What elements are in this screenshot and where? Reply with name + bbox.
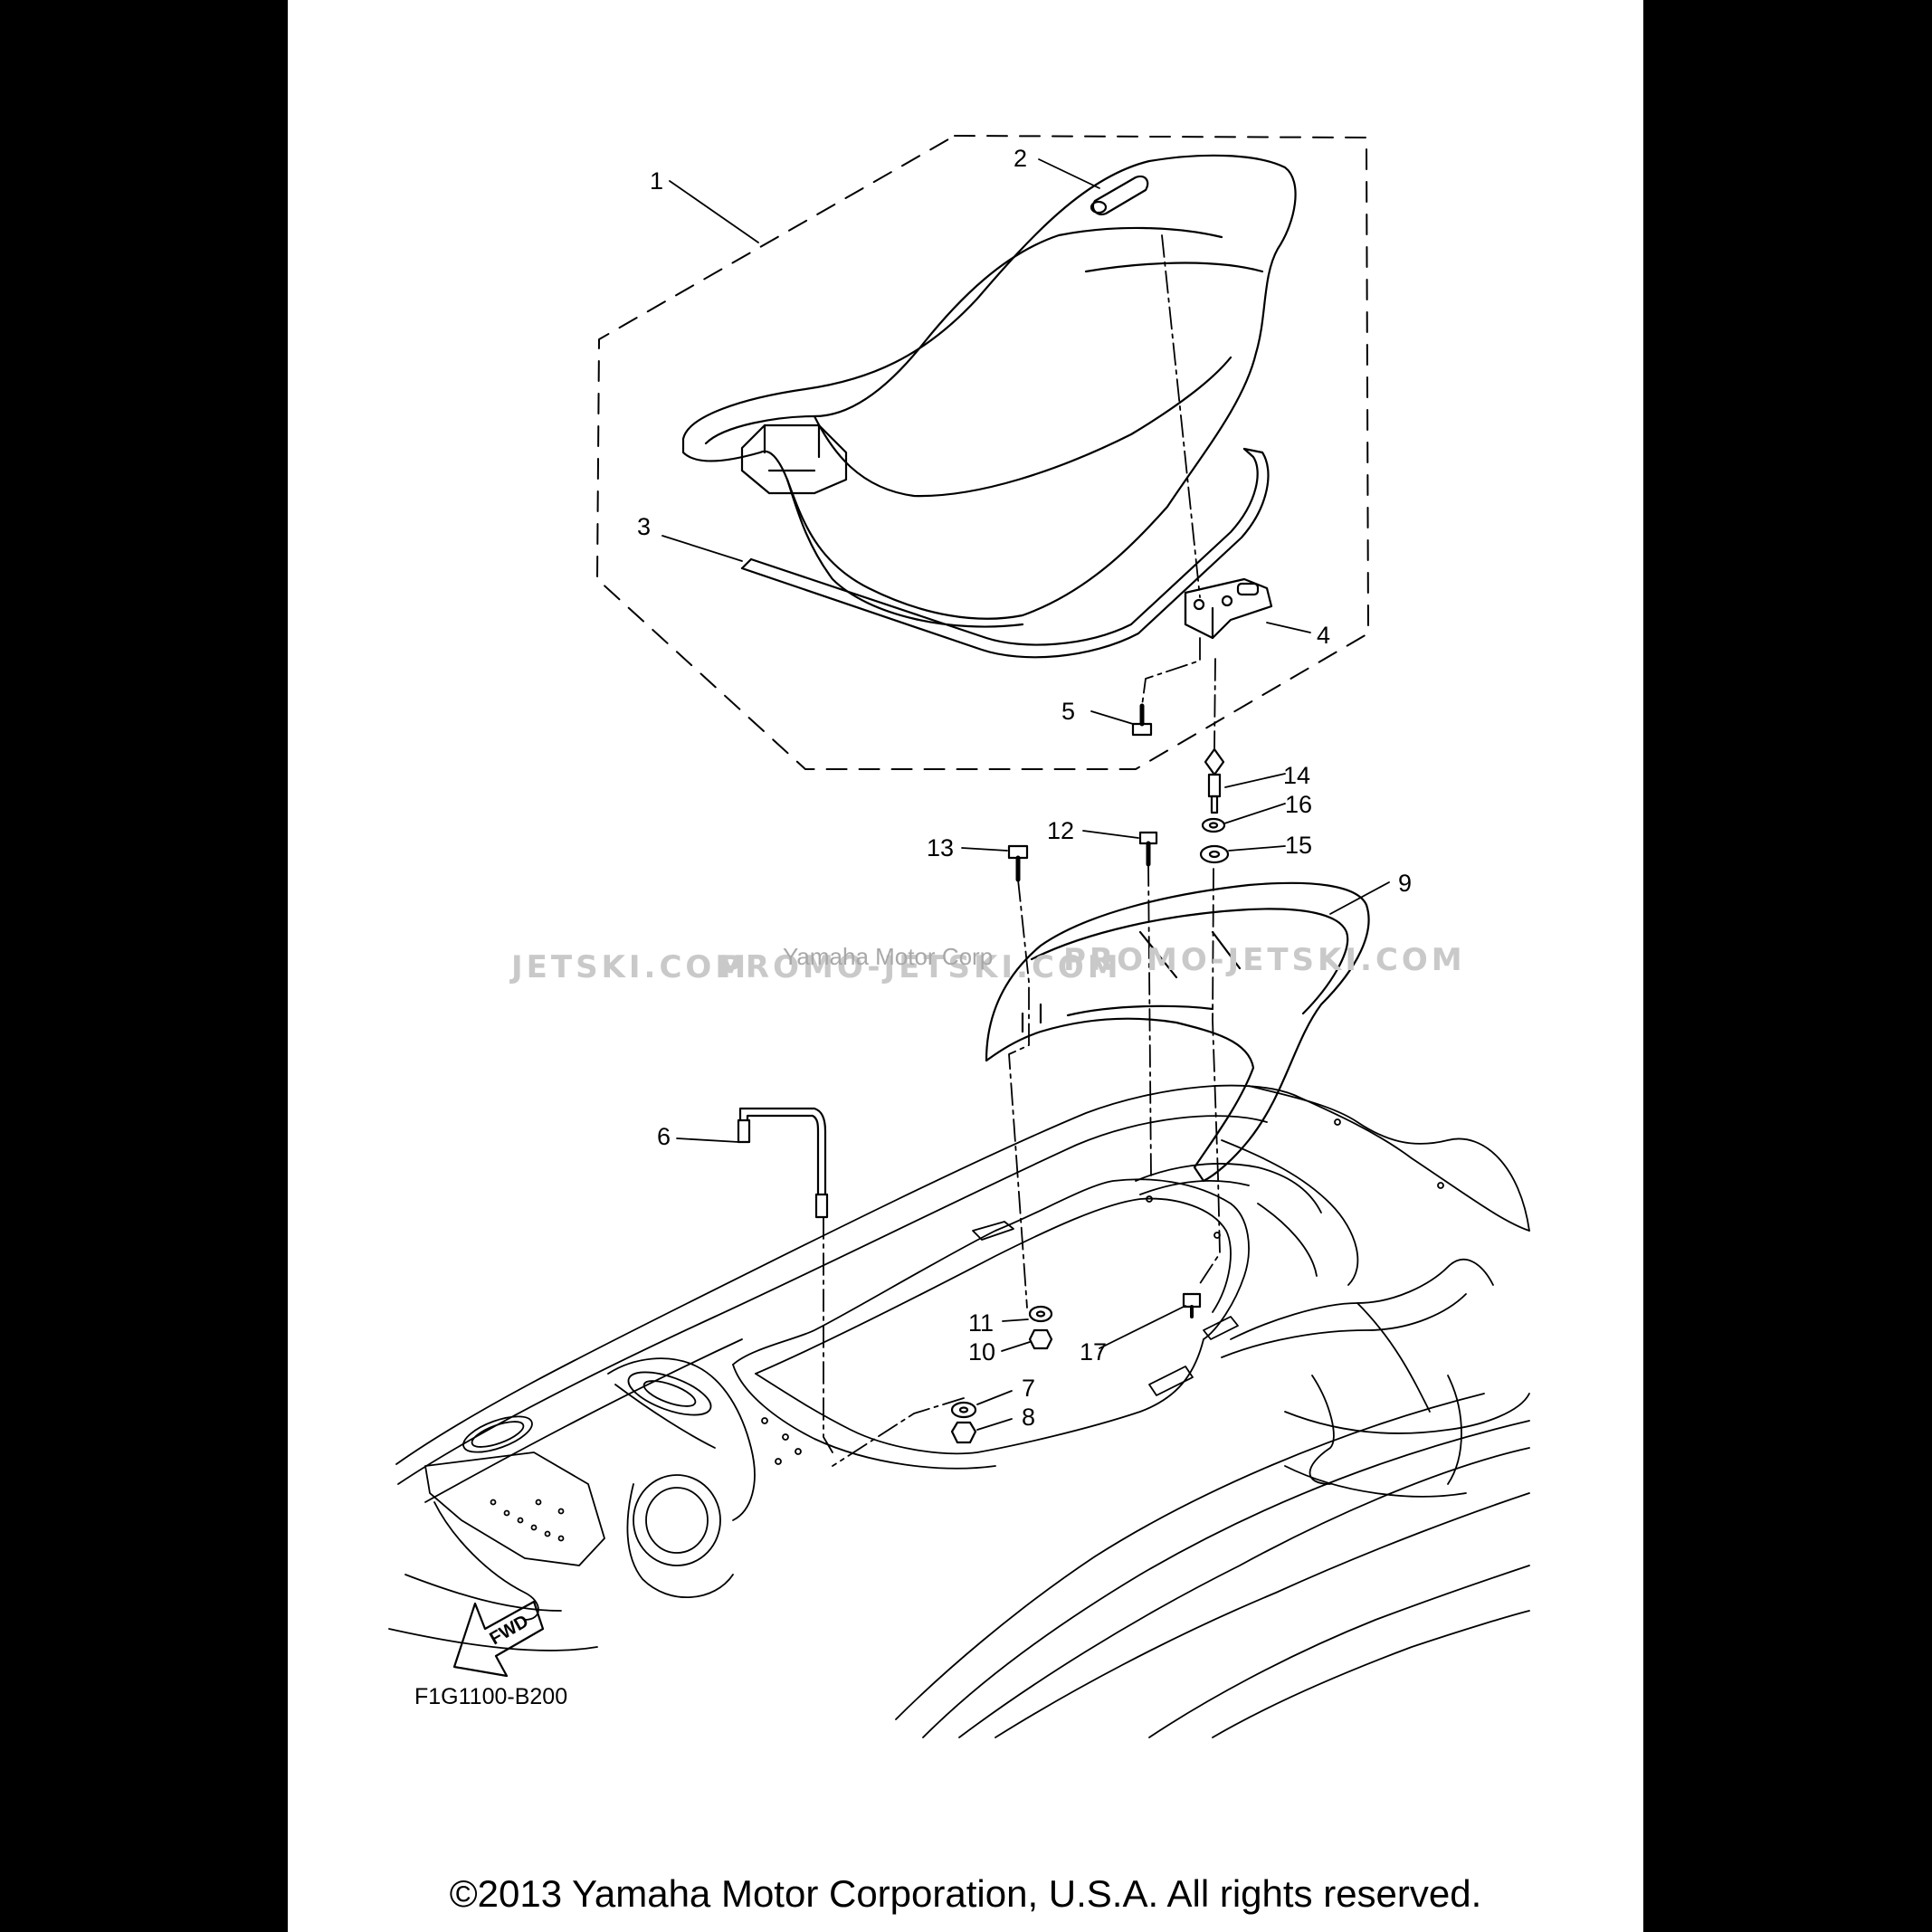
copyright-notice: ©2013 Yamaha Motor Corporation, U.S.A. A… [449,1872,1482,1915]
seat-hook-part-14 [1204,747,1225,814]
callout-9: 9 [1398,870,1412,897]
fwd-arrow-icon: FWD [452,1600,545,1678]
watermark: JETSKI.COM PROMO-JETSKI.COM PROMO-JETSKI… [509,942,1466,985]
callout-3: 3 [637,513,651,540]
bolt-part-5 [1131,703,1153,737]
callout-5: 5 [1061,698,1075,725]
callout-11: 11 [968,1309,994,1337]
nut-part-10 [1028,1328,1053,1350]
callout-16: 16 [1285,791,1312,818]
callout-14: 14 [1283,762,1310,789]
callout-8: 8 [1022,1404,1035,1431]
callout-12: 12 [1047,817,1074,844]
washer-part-16 [1201,817,1226,833]
callout-13: 13 [927,834,954,861]
callout-17: 17 [1080,1338,1107,1366]
rear-grab-handle [985,881,1370,1183]
leader-lines [661,158,1390,1431]
callout-4: 4 [1317,622,1330,649]
seat-knob [1090,175,1149,215]
seat-lock-bracket [1184,577,1273,640]
nut-part-8 [950,1421,977,1444]
callout-6: 6 [657,1123,671,1150]
watermark-left: JETSKI.COM [509,949,749,985]
seat-cushion [681,154,1297,628]
bolt-part-17 [1182,1292,1202,1318]
watermark-right: PROMO-JETSKI.COM [1063,942,1466,978]
washer-part-15 [1199,844,1230,864]
callout-10: 10 [968,1338,995,1366]
callout-2: 2 [1014,145,1027,172]
seat-frame-gasket [740,447,1270,659]
washer-part-7 [950,1401,977,1419]
watermark-small: Yamaha Motor Corp [783,943,993,970]
callout-7: 7 [1022,1375,1035,1402]
seat-assembly-boundary [596,135,1369,770]
bolt-part-13 [1007,844,1029,882]
callout-15: 15 [1285,832,1312,859]
washer-part-11 [1028,1305,1053,1323]
installation-lines [823,234,1221,1467]
hull-deck [388,1084,1530,1738]
diagram-sheet [288,0,1643,1932]
fwd-arrow-label: FWD [487,1612,532,1650]
bolt-part-12 [1138,831,1158,867]
handle-bar-part-6 [737,1107,829,1219]
callout-1: 1 [650,167,663,195]
diagram-code: F1G1100-B200 [414,1684,567,1709]
watermark-middle: PROMO-JETSKI.COM [719,949,1122,985]
